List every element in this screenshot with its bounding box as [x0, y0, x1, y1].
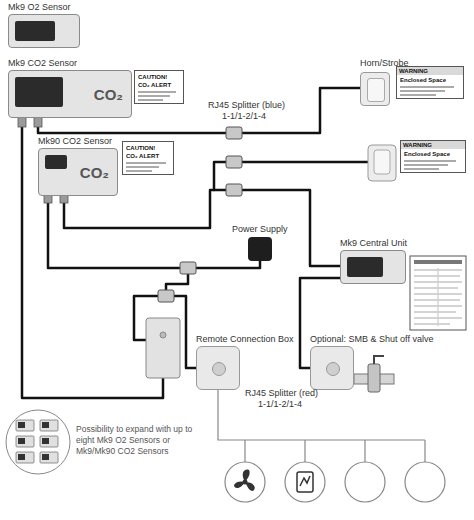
cable — [242, 161, 368, 164]
part-label: 1-1/1-2/1-4 — [258, 399, 302, 410]
sign-panel: CAUTION!CO₂ ALERT — [134, 70, 184, 104]
sign-text-line — [138, 95, 170, 97]
sensor-housing — [8, 14, 80, 48]
sign-panel: WARNINGEnclosed Space — [400, 140, 466, 173]
device-node: Mk90 CO2 SensorCO₂ — [38, 136, 118, 196]
horn-strobe-2 — [368, 145, 396, 181]
sign-text-line — [138, 91, 176, 93]
sign-text-line — [404, 168, 439, 170]
sensor-housing: CO₂ — [38, 148, 118, 196]
display-screen — [15, 77, 63, 107]
cable — [48, 195, 180, 268]
central-unit-card — [410, 256, 466, 330]
part-label: 1-1/1-2/1-4 — [222, 111, 266, 122]
red-splitter — [146, 318, 180, 378]
cable — [166, 274, 188, 290]
caution-sign: CAUTION!CO₂ ALERT — [122, 141, 174, 175]
display-screen — [347, 257, 383, 277]
sign-text-line — [404, 164, 448, 166]
sign-heading: WARNING — [401, 141, 465, 149]
unit-circle — [285, 462, 325, 502]
display-screen — [45, 155, 67, 169]
device-node: Power Supply — [232, 224, 288, 261]
sign-text: CO₂ ALERT — [126, 152, 170, 160]
device-label: Optional: SMB & Shut off valve — [310, 334, 433, 345]
sign-text-line — [126, 166, 159, 168]
fan-circle — [225, 462, 265, 502]
sign-text-line — [138, 99, 163, 101]
junction-box — [196, 346, 240, 390]
sign-text: CO₂ ALERT — [138, 81, 180, 89]
fan-icon — [234, 470, 255, 491]
shutoff-valve — [350, 356, 394, 392]
sign-text-line — [400, 90, 445, 92]
unit-icon — [297, 472, 313, 492]
sign-text-line — [400, 94, 436, 96]
gas-mark: CO₂ — [94, 86, 123, 103]
sensor-housing: CO₂ — [8, 70, 132, 118]
empty-circle — [345, 462, 385, 502]
junction-box — [310, 346, 354, 390]
relay-line — [245, 440, 425, 462]
device-label: Mk90 CO2 Sensor — [38, 136, 118, 147]
device-node: Mk9 O2 Sensor — [8, 2, 80, 48]
sign-panel: CAUTION!CO₂ ALERT — [122, 141, 174, 175]
sensor-housing — [340, 250, 406, 284]
device-label: Remote Connection Box — [196, 334, 294, 345]
part-label: RJ45 Splitter (red) — [245, 388, 318, 399]
caution-sign: CAUTION!CO₂ ALERT — [134, 70, 184, 104]
sign-text-line — [126, 162, 166, 164]
gas-mark: CO₂ — [80, 164, 109, 181]
sign-text: Enclosed Space — [400, 76, 460, 84]
warning-sign: WARNINGEnclosed Space — [400, 140, 466, 173]
device-label: Mk9 Central Unit — [340, 238, 407, 249]
expansion-group — [6, 410, 70, 474]
sign-text-line — [400, 86, 454, 88]
part-label: RJ45 Splitter (blue) — [208, 100, 285, 111]
device-label: Mk9 CO2 Sensor — [8, 58, 132, 69]
power-adapter — [248, 237, 272, 261]
device-label: Mk9 O2 Sensor — [8, 2, 80, 13]
device-node: Optional: SMB & Shut off valve — [310, 334, 433, 390]
device-node: Mk9 Central Unit — [340, 238, 407, 284]
cable — [242, 88, 360, 133]
cable — [196, 261, 260, 268]
cable — [38, 127, 226, 133]
empty-circle — [405, 462, 445, 502]
device-node: Remote Connection Box — [196, 334, 294, 390]
sign-heading: WARNING — [397, 67, 463, 75]
sign-heading: CAUTION! — [126, 144, 170, 152]
horn-strobe — [360, 72, 390, 106]
sign-text-line — [126, 170, 152, 172]
sign-panel: WARNINGEnclosed Space — [396, 66, 464, 99]
warning-sign: WARNINGEnclosed Space — [396, 66, 464, 99]
display-screen — [15, 21, 55, 41]
box-knob — [212, 362, 226, 376]
horn-lens — [367, 78, 385, 102]
sign-text-line — [404, 160, 456, 162]
note-text: Possibility to expand with up to eight M… — [76, 424, 201, 457]
box-knob — [326, 362, 340, 376]
device-label: Power Supply — [232, 224, 288, 235]
sign-text: Enclosed Space — [404, 150, 462, 158]
sign-heading: CAUTION! — [138, 73, 180, 81]
device-node: Mk9 CO2 SensorCO₂ — [8, 58, 132, 118]
cable — [22, 127, 163, 398]
cable — [214, 162, 226, 190]
